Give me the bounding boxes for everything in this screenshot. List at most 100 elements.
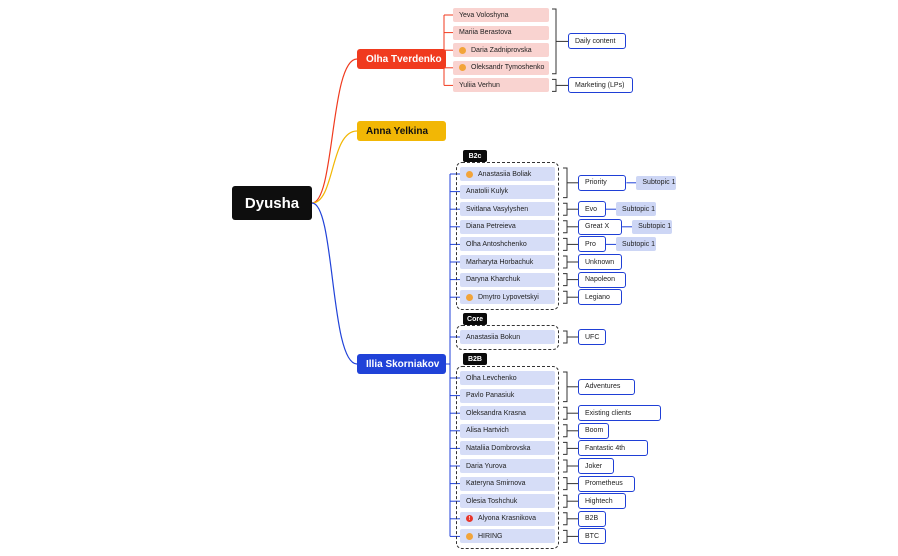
person-item-label: Svitlana Vasylyshen xyxy=(466,205,529,213)
subtopic-node[interactable]: Subtopic 1 xyxy=(632,219,673,234)
person-item-label: Oleksandra Krasna xyxy=(466,409,526,417)
root-node[interactable]: Dyusha xyxy=(232,186,312,220)
topic-node[interactable]: Napoleon xyxy=(578,271,627,288)
person-item[interactable]: Oleksandra Krasna xyxy=(460,406,555,421)
topic-node-label: UFC xyxy=(585,333,600,341)
topic-node[interactable]: Boom xyxy=(578,422,610,439)
topic-node-label: Boom xyxy=(585,427,604,435)
branch-anna-yelkina[interactable]: Anna Yelkina xyxy=(357,121,446,141)
person-item[interactable]: Olha Levchenko xyxy=(460,371,555,385)
status-badge-icon xyxy=(459,64,466,72)
person-item[interactable]: Svitlana Vasylyshen xyxy=(460,202,555,217)
branch-illia-skorniakov-label: Illia Skorniakov xyxy=(366,358,440,370)
person-item[interactable]: Yuliia Verhun xyxy=(453,78,549,93)
topic-node[interactable]: Prometheus xyxy=(578,475,635,492)
person-item[interactable]: Daria Zadniprovska xyxy=(453,43,549,58)
connector xyxy=(311,130,358,204)
person-item[interactable]: Alisa Hartvich xyxy=(460,423,555,438)
topic-node[interactable]: Fantastic 4th xyxy=(578,440,648,457)
person-item-label: Daria Zadniprovska xyxy=(471,46,532,54)
topic-node[interactable]: Existing clients xyxy=(578,405,661,422)
topic-node[interactable]: Priority xyxy=(578,174,627,191)
topic-node[interactable]: Hightech xyxy=(578,493,627,510)
topic-node-label: B2B xyxy=(585,515,599,523)
person-item-label: Anatolii Kulyk xyxy=(466,188,509,196)
person-item-label: Mariia Berastova xyxy=(459,29,512,37)
person-item-label: Alisa Hartvich xyxy=(466,427,509,435)
person-item-label: Nataliia Dombrovska xyxy=(466,444,531,452)
person-item-label: Olha Antoshchenko xyxy=(466,240,527,248)
alert-badge-icon: ! xyxy=(466,515,473,523)
topic-node-label: Joker xyxy=(585,462,603,470)
topic-node[interactable]: B2B xyxy=(578,510,606,527)
root-node-label: Dyusha xyxy=(244,194,300,212)
person-item-label: Marharyta Horbachuk xyxy=(466,258,534,266)
topic-node[interactable]: Legiano xyxy=(578,289,623,306)
person-item-label: Dmytro Lypovetskyi xyxy=(478,293,539,301)
person-item[interactable]: Dmytro Lypovetskyi xyxy=(460,290,555,305)
person-item-label: Oleksandr Tymoshenko xyxy=(471,64,545,72)
person-item[interactable]: HIRING xyxy=(460,529,555,544)
topic-node[interactable]: Evo xyxy=(578,201,606,218)
person-item[interactable]: Oleksandr Tymoshenko xyxy=(453,60,549,75)
group-label-b2b[interactable]: B2B xyxy=(463,353,487,365)
group-label-core[interactable]: Core xyxy=(463,313,487,325)
status-badge-icon xyxy=(459,46,466,54)
person-item[interactable]: Daryna Kharchuk xyxy=(460,272,555,287)
group-label-core-label: Core xyxy=(467,315,483,323)
topic-node-label: Adventures xyxy=(585,383,621,391)
topic-node[interactable]: UFC xyxy=(578,329,606,345)
topic-node-label: Prometheus xyxy=(585,480,623,488)
person-item[interactable]: Anatolii Kulyk xyxy=(460,184,555,199)
group-label-b2c[interactable]: B2c xyxy=(463,150,487,162)
topic-node-label: Great X xyxy=(585,223,610,231)
person-item-label: Kateryna Smirnova xyxy=(466,480,526,488)
topic-node-label: BTC xyxy=(585,532,599,540)
subtopic-node[interactable]: Subtopic 1 xyxy=(636,175,677,190)
branch-olha-tverdenko-label: Olha Tverdenko xyxy=(366,53,442,65)
topic-node[interactable]: Great X xyxy=(578,218,623,235)
topic-node-label: Pro xyxy=(585,240,596,248)
topic-node-label: Existing clients xyxy=(585,409,632,417)
branch-illia-skorniakov[interactable]: Illia Skorniakov xyxy=(357,354,446,374)
person-item[interactable]: Pavlo Panasiuk xyxy=(460,388,555,403)
group-label-b2c-label: B2c xyxy=(468,152,482,160)
topic-node[interactable]: Unknown xyxy=(578,254,623,270)
person-item[interactable]: Kateryna Smirnova xyxy=(460,476,555,491)
group-outline xyxy=(456,325,559,350)
topic-node-label: Napoleon xyxy=(585,276,615,284)
topic-node[interactable]: Daily content xyxy=(568,33,626,50)
person-item[interactable]: Marharyta Horbachuk xyxy=(460,255,555,269)
person-item[interactable]: Olesia Toshchuk xyxy=(460,494,555,509)
topic-node-label: Daily content xyxy=(575,37,616,45)
group-outline xyxy=(456,366,559,550)
subtopic-node[interactable]: Subtopic 1 xyxy=(616,237,656,252)
topic-node[interactable]: Adventures xyxy=(578,378,635,395)
topic-node-label: Unknown xyxy=(585,258,615,266)
person-item[interactable]: Anastasiia Bokun xyxy=(460,330,555,344)
branch-olha-tverdenko[interactable]: Olha Tverdenko xyxy=(357,49,446,69)
person-item[interactable]: Nataliia Dombrovska xyxy=(460,441,555,456)
person-item-label: HIRING xyxy=(478,532,503,540)
topic-node-label: Hightech xyxy=(585,497,613,505)
person-item[interactable]: Olha Antoshchenko xyxy=(460,237,555,252)
person-item[interactable]: Anastasiia Boliak xyxy=(460,167,555,181)
topic-node[interactable]: BTC xyxy=(578,528,606,545)
person-item[interactable]: Diana Petreieva xyxy=(460,219,555,234)
topic-node[interactable]: Marketing (LPs) xyxy=(568,77,633,94)
topic-node-label: Fantastic 4th xyxy=(585,444,626,452)
person-item-label: Yuliia Verhun xyxy=(459,81,500,89)
topic-node[interactable]: Pro xyxy=(578,236,606,253)
group-outline xyxy=(456,162,559,311)
person-item[interactable]: Yeva Voloshyna xyxy=(453,8,549,22)
person-item[interactable]: Mariia Berastova xyxy=(453,25,549,40)
person-item-label: Daria Yurova xyxy=(466,462,507,470)
subtopic-node[interactable]: Subtopic 1 xyxy=(616,202,656,217)
person-item-label: Anastasiia Boliak xyxy=(478,170,532,178)
person-item[interactable]: Daria Yurova xyxy=(460,459,555,473)
status-badge-icon xyxy=(466,293,473,301)
topic-node[interactable]: Joker xyxy=(578,458,614,474)
topic-node-label: Evo xyxy=(585,205,598,213)
person-item[interactable]: !Alyona Krasnikova xyxy=(460,511,555,526)
